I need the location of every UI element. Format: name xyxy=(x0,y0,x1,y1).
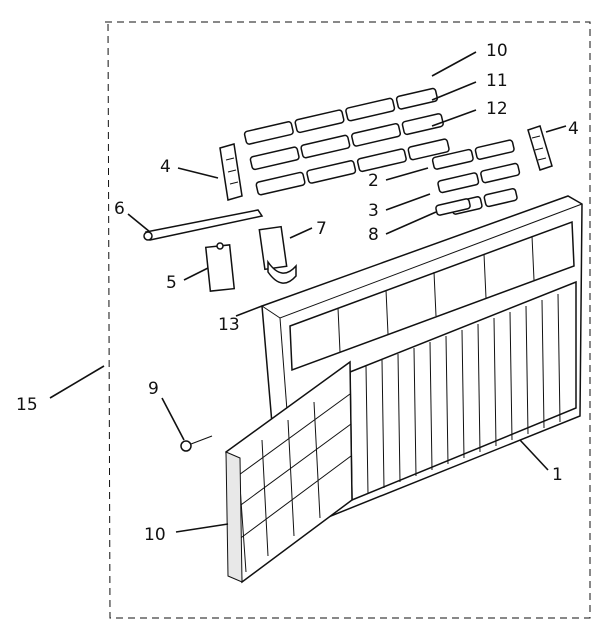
callout-3: 3 xyxy=(368,201,379,221)
screw-part-9 xyxy=(180,435,213,452)
callout-7: 6 xyxy=(114,199,125,219)
assembly-boundary xyxy=(105,21,591,619)
leader-lines xyxy=(49,51,567,533)
callout-labels: 10 11 12 4 4 2 3 8 6 7 5 13 9 10 1 15 xyxy=(16,41,579,545)
bracket-part-5 xyxy=(204,242,236,292)
callout-4-right: 4 xyxy=(568,119,579,139)
callout-11: 10 xyxy=(486,41,508,61)
strip-part-8 xyxy=(435,198,471,216)
callout-8: 8 xyxy=(368,225,379,245)
callout-1: 1 xyxy=(552,465,563,485)
callout-5: 5 xyxy=(166,273,177,293)
callout-9: 9 xyxy=(148,379,159,399)
right-side-bracket xyxy=(527,125,553,171)
left-side-bracket xyxy=(219,143,243,201)
louver-blades xyxy=(243,87,450,196)
bracket-part-6 xyxy=(258,225,297,284)
callout-12: 11 xyxy=(486,71,508,91)
callout-6: 7 xyxy=(316,219,327,239)
rod-part-7 xyxy=(143,209,264,241)
callout-10: 10 xyxy=(144,525,166,545)
callout-2: 2 xyxy=(368,171,379,191)
callout-14: 13 xyxy=(218,315,240,335)
right-louver-set xyxy=(431,139,521,215)
callout-15: 15 xyxy=(16,395,38,415)
door-panel-part-10 xyxy=(225,360,353,584)
callout-4-left: 4 xyxy=(160,157,171,177)
callout-13: 12 xyxy=(486,99,508,119)
